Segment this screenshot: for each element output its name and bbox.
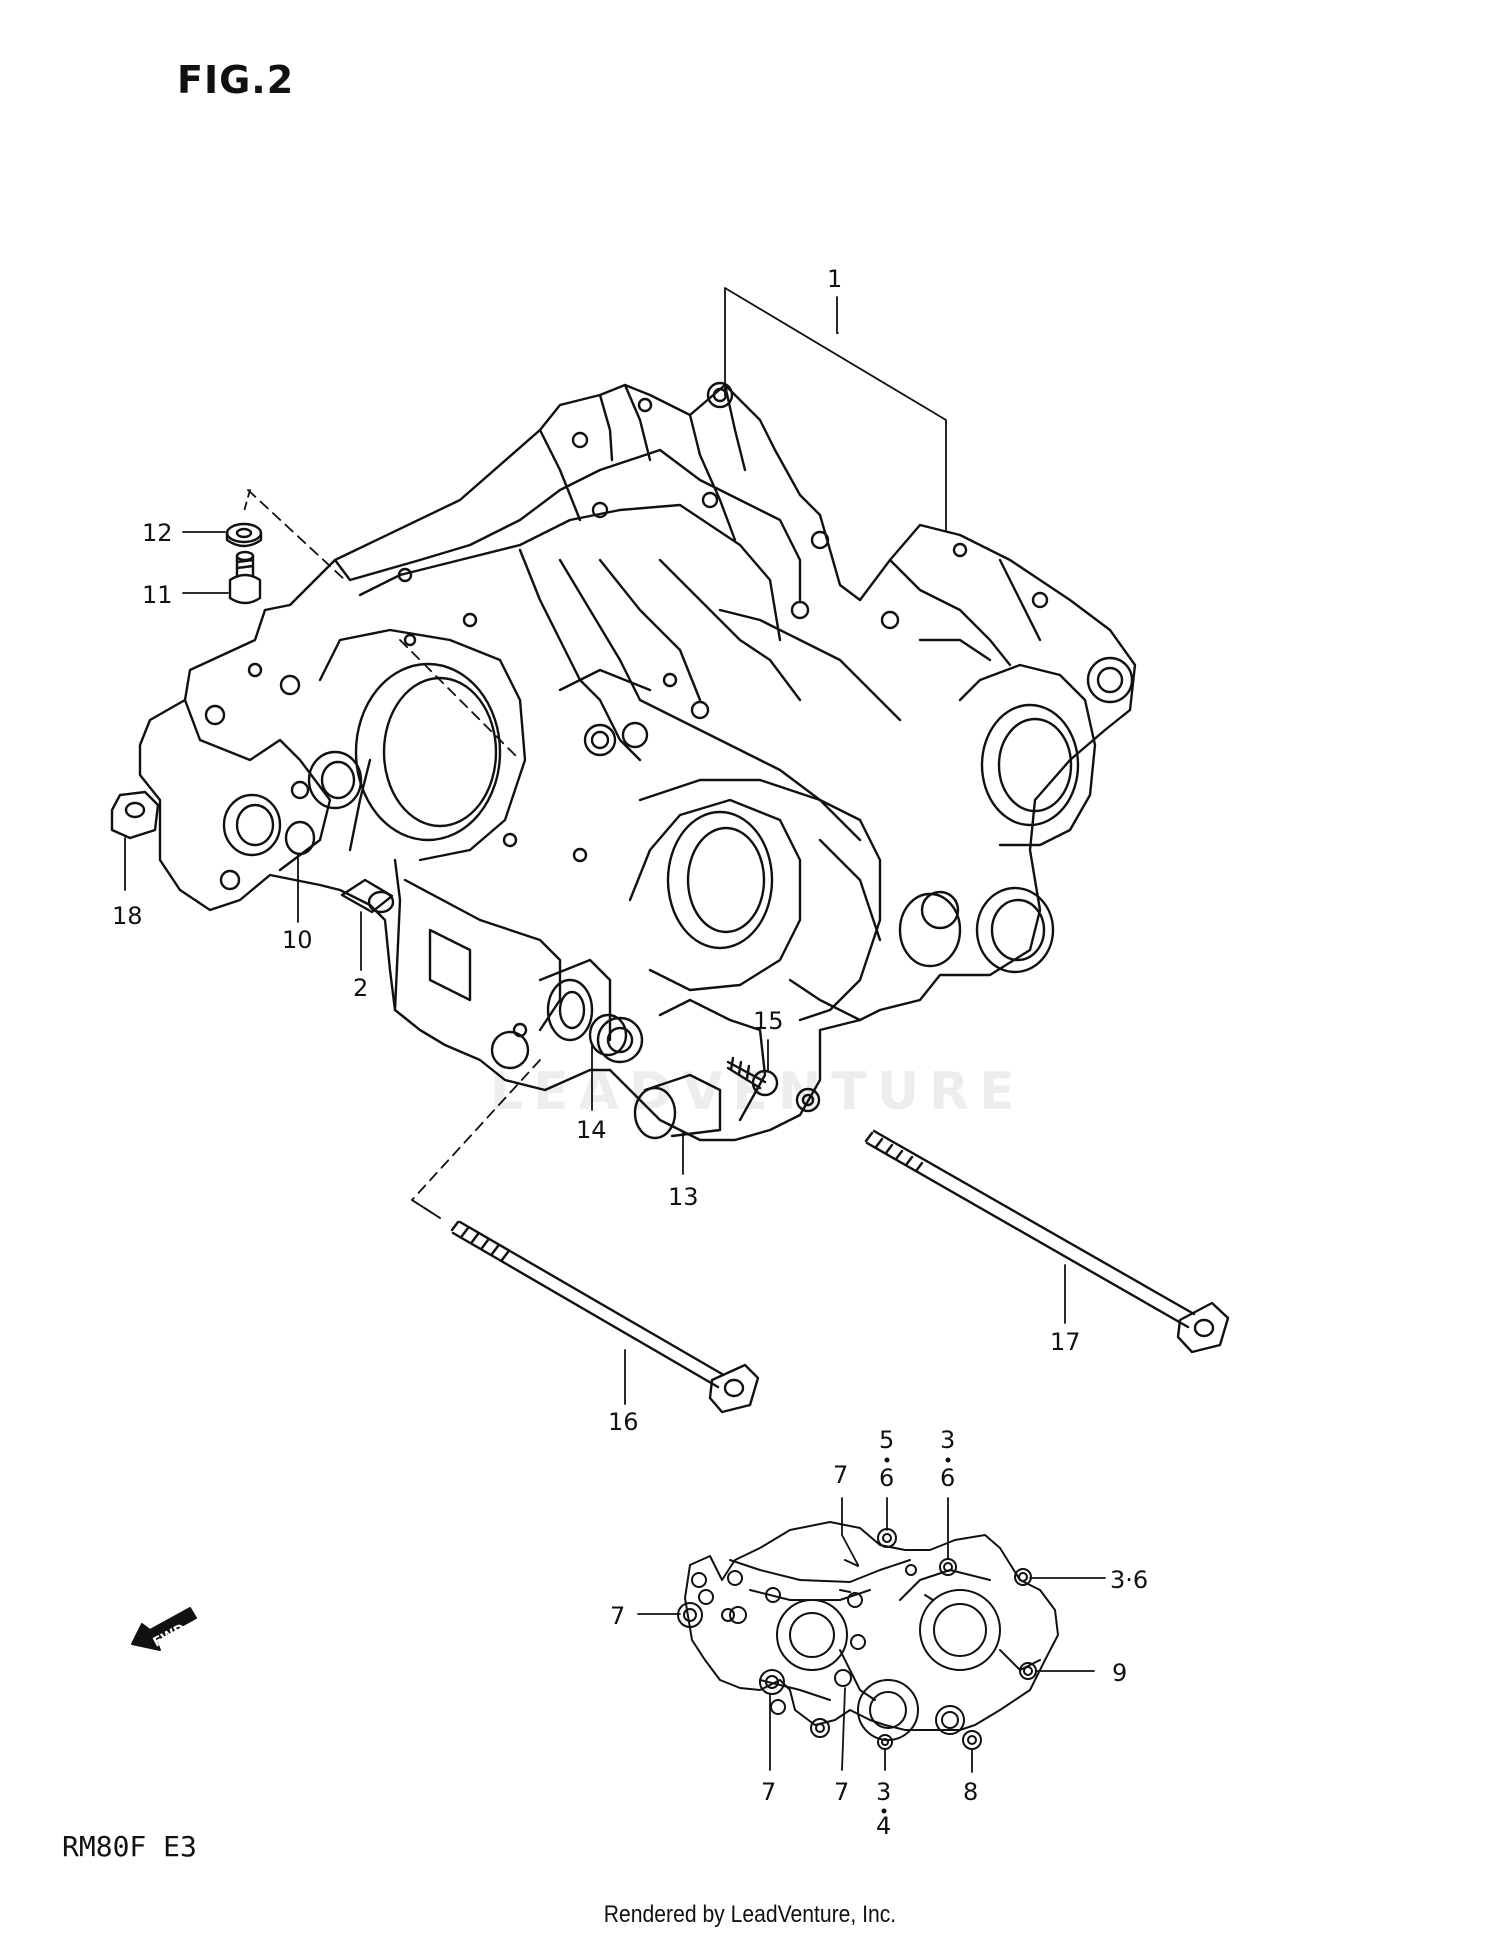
- nut-part-18: [110, 790, 160, 840]
- callout-2: 2: [353, 974, 368, 1002]
- callout-separator-dot: [945, 1457, 951, 1463]
- callout-12: 12: [142, 519, 173, 547]
- leader-lines: [124, 287, 1066, 1405]
- callout-detail-5: 5: [879, 1426, 894, 1454]
- callout-16: 16: [608, 1408, 639, 1436]
- model-code: RM80F E3: [62, 1830, 197, 1863]
- callout-11: 11: [142, 581, 173, 609]
- dowel-pin-part-2: [340, 878, 395, 914]
- fwd-arrow-icon: [131, 1607, 197, 1651]
- inlet-pipe-part-13: [633, 998, 767, 1140]
- figure-title: FIG.2: [177, 58, 295, 102]
- footer-credit: Rendered by LeadVenture, Inc.: [603, 1901, 897, 1928]
- o-ring-part-14: [588, 1013, 628, 1057]
- callout-detail-3-6: 3·6: [1110, 1566, 1148, 1594]
- detail-leader-lines: [637, 1497, 1106, 1773]
- callout-17: 17: [1050, 1328, 1081, 1356]
- callout-detail-6b: 6: [940, 1464, 955, 1492]
- callout-10: 10: [282, 926, 313, 954]
- callout-detail-7-bottom-1: 7: [761, 1778, 776, 1806]
- callout-separator-dot: [884, 1457, 890, 1463]
- callout-detail-6a: 6: [879, 1464, 894, 1492]
- long-bolt-part-16: [450, 1220, 760, 1414]
- callout-separator-dot: [881, 1808, 887, 1814]
- callout-14: 14: [576, 1116, 607, 1144]
- callout-detail-7-bottom-2: 7: [834, 1778, 849, 1806]
- callout-15: 15: [753, 1007, 784, 1035]
- callout-detail-9: 9: [1112, 1659, 1127, 1687]
- crankcase-assembly: [138, 381, 1137, 1142]
- callout-detail-7-left: 7: [610, 1602, 625, 1630]
- case-detail-view: [677, 1521, 1059, 1750]
- screw-part-15: [726, 1056, 779, 1097]
- washer-part-12: [225, 522, 263, 548]
- long-bolt-part-17: [864, 1129, 1230, 1354]
- callout-13: 13: [668, 1183, 699, 1211]
- callout-labels: 1 12 11 18 10 2 15 14 13 17 16 5 6 3 6 7…: [112, 265, 1148, 1840]
- o-ring-part-10: [284, 820, 316, 856]
- callout-detail-7-top: 7: [833, 1461, 848, 1489]
- bolt-part-11: [228, 550, 262, 605]
- callout-detail-3a: 3: [940, 1426, 955, 1454]
- watermark: LEADVENTURE: [490, 1062, 1025, 1122]
- callout-detail-4: 4: [876, 1812, 891, 1840]
- callout-detail-3b: 3: [876, 1778, 891, 1806]
- callout-detail-8: 8: [963, 1778, 978, 1806]
- callout-1: 1: [827, 265, 842, 293]
- callout-18: 18: [112, 902, 143, 930]
